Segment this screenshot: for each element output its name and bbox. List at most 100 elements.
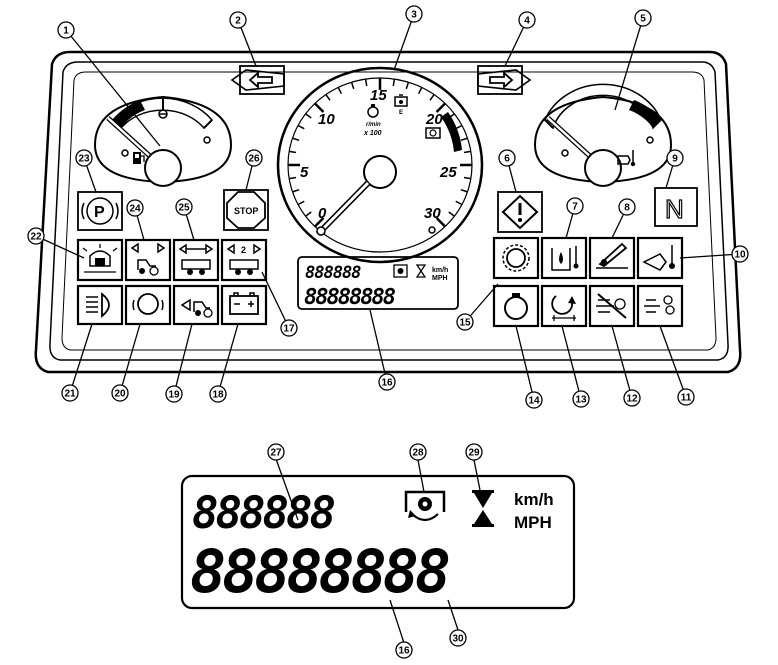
tach-tick: [292, 189, 300, 193]
indicator-24: [124, 238, 172, 282]
callout-number: 2: [235, 16, 241, 27]
tach-label-0: 0: [318, 205, 327, 222]
callout-number: 16: [381, 378, 393, 389]
callout-number: 11: [681, 393, 692, 404]
large-lcd-gear-icon: [404, 490, 446, 522]
callout-number: 28: [412, 448, 424, 459]
tach-tick: [337, 87, 343, 95]
callout-24: 24: [126, 199, 144, 217]
svg-text:E: E: [399, 110, 403, 116]
callout-number: 7: [572, 202, 578, 213]
callout-14: 14: [525, 391, 543, 409]
left-indicator-bank: 2: [76, 238, 268, 326]
callout-number: 15: [459, 318, 471, 329]
tach-tick: [455, 124, 463, 130]
callout-10: 10: [731, 245, 749, 263]
callout-28: 28: [409, 443, 427, 461]
parking-letter: P: [94, 204, 105, 221]
tach-unit-multiplier: x 100: [363, 130, 382, 137]
callout-12: 12: [623, 389, 641, 407]
callout-21: 21: [61, 384, 79, 402]
callout-number: 22: [30, 232, 42, 243]
small-lcd-bottom-digits: 88888888: [304, 285, 396, 310]
indicator-15: [492, 236, 540, 280]
callout-number: 13: [575, 395, 587, 406]
tach-tick: [297, 124, 305, 130]
tach-warning-icon-right: [425, 127, 441, 139]
callout-number: 6: [504, 154, 510, 165]
tach-tick: [292, 137, 300, 141]
callout-number: 16: [398, 646, 410, 657]
tach-tick: [289, 176, 297, 180]
tachometer-redline: [441, 112, 462, 152]
callout-number: 30: [452, 634, 464, 645]
tach-label-20: 20: [425, 111, 443, 128]
callout-number: 24: [129, 204, 141, 215]
tach-label-25: 25: [439, 164, 457, 181]
callout-number: 1: [63, 26, 69, 37]
callout-19: 19: [165, 385, 183, 403]
callout-number: 14: [528, 396, 540, 407]
callout-number: 10: [734, 250, 746, 261]
indicator-19: [172, 284, 220, 326]
callout-16: 16: [378, 373, 396, 391]
engine-temperature-icon: [617, 150, 636, 167]
large-lcd-unit-mph: MPH: [514, 513, 552, 532]
tach-tick: [460, 137, 468, 141]
callout-5: 5: [634, 9, 652, 27]
callout-17: 17: [280, 319, 298, 337]
tach-tick: [297, 200, 305, 206]
stop-text: STOP: [234, 206, 258, 216]
trailer2-number: 2: [241, 245, 246, 255]
indicator-21: [76, 284, 124, 326]
callout-number: 3: [411, 10, 417, 21]
callout-30: 30: [449, 629, 467, 647]
large-lcd-bottom-digits: 88888888: [190, 537, 449, 607]
tachometer-ticks: [288, 78, 472, 228]
callout-18: 18: [209, 385, 227, 403]
neutral-letter: N: [665, 194, 684, 224]
callout-6: 6: [498, 149, 516, 167]
indicator-13: [540, 284, 588, 328]
tach-label-15: 15: [370, 87, 387, 104]
neutral-indicator: N: [654, 187, 698, 227]
callout-27: 27: [267, 443, 285, 461]
callout-23: 23: [75, 149, 93, 167]
indicator-11: [636, 284, 684, 328]
indicator-14: [492, 284, 540, 328]
indicator-25: [172, 238, 220, 282]
tach-tick: [429, 94, 435, 101]
tach-tick: [405, 82, 410, 90]
tach-label-30: 30: [424, 205, 441, 222]
callout-number: 12: [626, 394, 638, 405]
callout-3: 3: [405, 5, 423, 23]
callout-16-lower: 16: [395, 641, 413, 659]
indicator-10: [636, 236, 684, 280]
small-lcd-top-digits: 888888: [305, 263, 361, 283]
tach-tick: [305, 113, 312, 119]
indicator-17: 2: [220, 238, 268, 282]
callout-number: 4: [524, 16, 530, 27]
callout-number: 19: [168, 390, 180, 401]
right-temperature-gauge: [533, 83, 673, 187]
right-turn-indicator: [477, 65, 532, 95]
tach-tick: [463, 176, 471, 180]
tach-tick: [460, 189, 468, 193]
tach-tick: [417, 87, 423, 95]
fuel-pump-icon: [133, 152, 145, 164]
tach-tick: [448, 211, 455, 217]
tach-tick: [364, 78, 368, 87]
tach-tick: [392, 78, 396, 87]
general-warning-indicator: [497, 191, 543, 233]
small-lcd-gear-icon: [393, 264, 408, 278]
callout-4: 4: [518, 11, 536, 29]
indicator-7: [540, 236, 588, 280]
tach-tick: [305, 211, 312, 217]
callout-number: 8: [624, 203, 630, 214]
callout-8: 8: [618, 198, 636, 216]
callout-13: 13: [572, 390, 590, 408]
callout-26: 26: [245, 149, 263, 167]
left-fuel-gauge: [93, 95, 233, 187]
left-turn-indicator: [230, 65, 285, 95]
